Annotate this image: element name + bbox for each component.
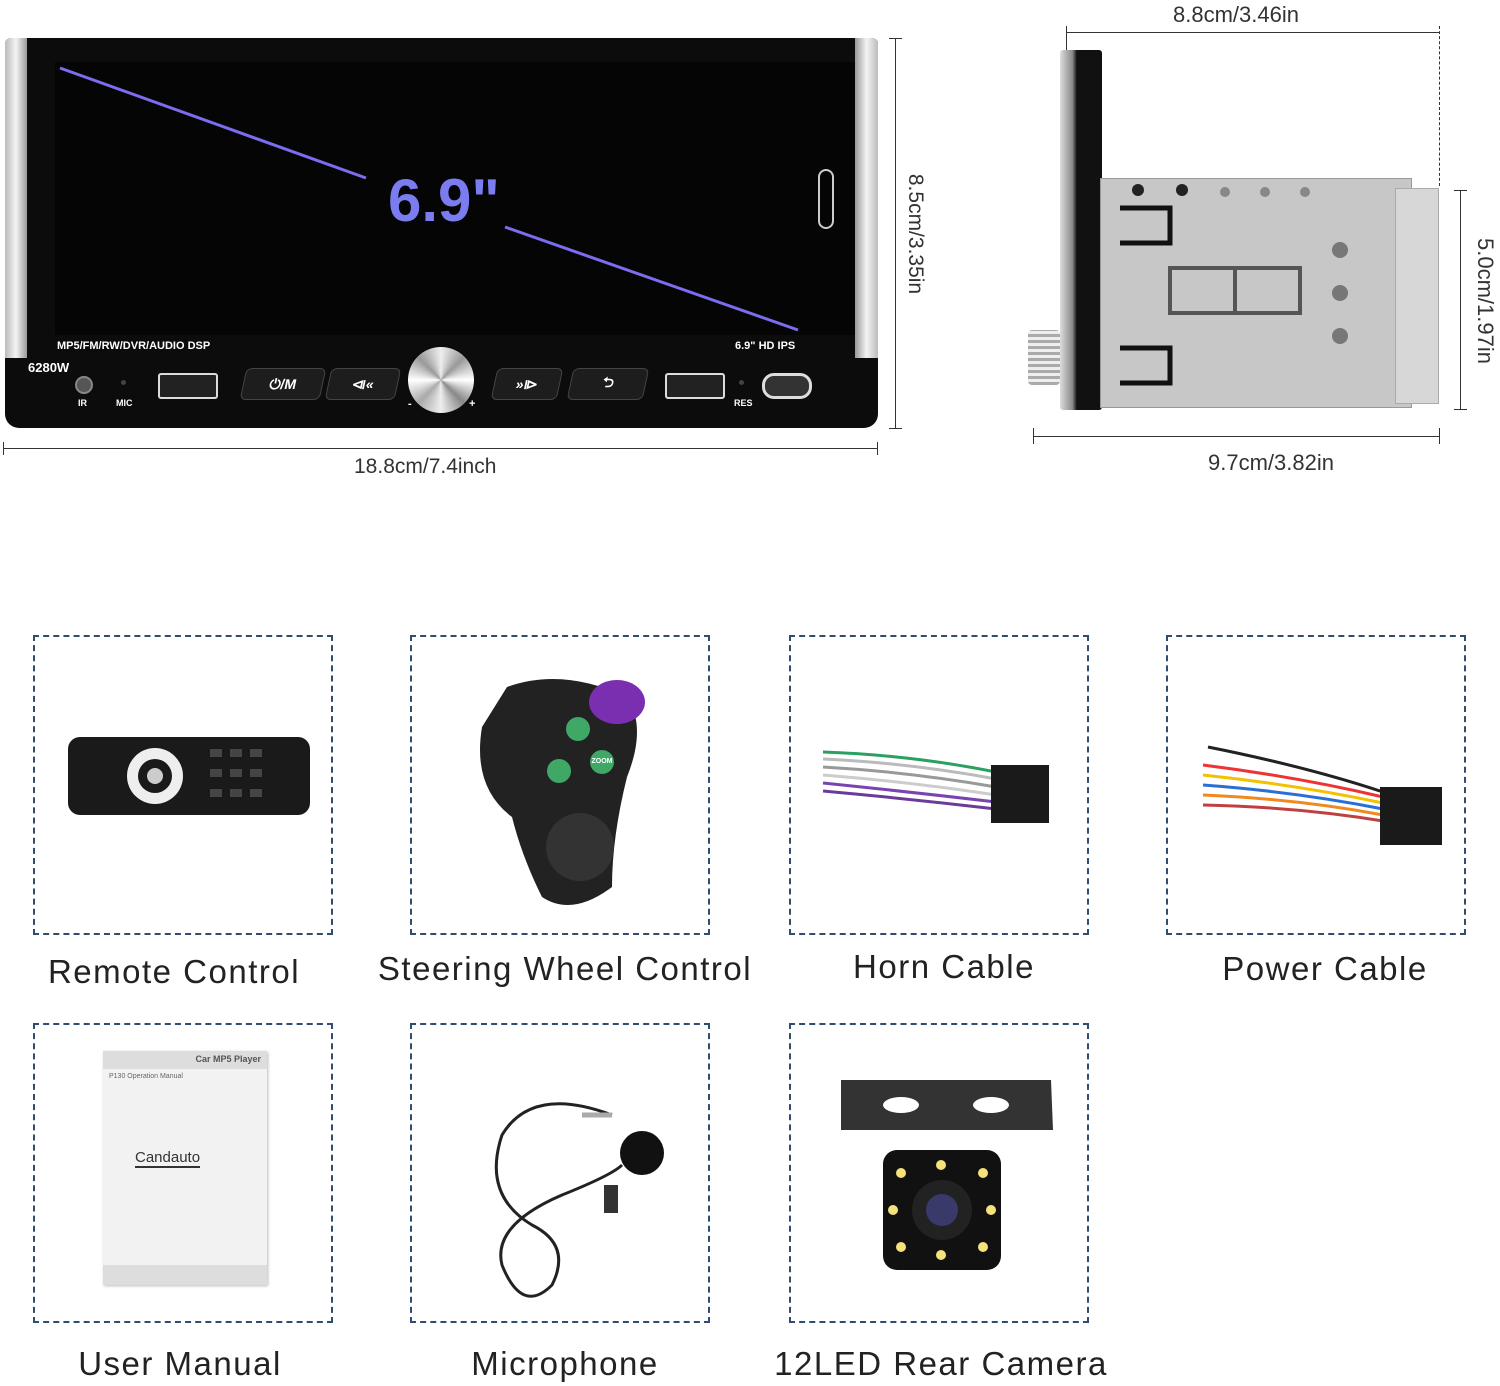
- ir-label: IR: [78, 398, 87, 408]
- label-user-manual: User Manual: [78, 1345, 282, 1382]
- next-button[interactable]: »⧐: [490, 368, 564, 400]
- zoom-button-text: ZOOM: [591, 758, 613, 765]
- dim-tick: [889, 428, 902, 429]
- diagonal-line-top: [59, 66, 367, 180]
- reset-hole-icon: [739, 380, 744, 385]
- bottom-depth-line: [1033, 436, 1440, 437]
- manual-cover: Car MP5 Player P130 Operation Manual Can…: [103, 1051, 267, 1285]
- dim-tick: [1454, 409, 1467, 410]
- accessory-horn-cable: [789, 635, 1089, 935]
- slot: [818, 169, 834, 229]
- screen-size: 6.9": [388, 167, 500, 234]
- dim-tick: [1066, 26, 1067, 50]
- manual-brand-logo: Candauto: [135, 1149, 201, 1168]
- label-rear-camera: 12LED Rear Camera: [774, 1345, 1108, 1382]
- side-height-line: [1460, 190, 1461, 410]
- diagonal-lines: [59, 66, 834, 332]
- depth-bottom-label: 9.7cm/3.82in: [1208, 450, 1334, 475]
- left-bezel: [5, 38, 27, 358]
- label-microphone: Microphone: [471, 1345, 659, 1382]
- microphone-icon: [494, 1102, 664, 1298]
- height-label: 8.5cm/3.35in: [904, 173, 927, 295]
- display-text: 6.9" HD IPS: [735, 340, 796, 352]
- width-dimension-line: [3, 448, 878, 449]
- dim-tick: [877, 442, 878, 455]
- previous-button[interactable]: ⧏«: [324, 368, 402, 400]
- side-height-label: 5.0cm/1.97in: [1473, 238, 1498, 364]
- top-depth-line: [1067, 32, 1440, 33]
- usb-port-left[interactable]: [158, 373, 218, 399]
- accessory-user-manual: Car MP5 Player P130 Operation Manual Can…: [33, 1023, 333, 1323]
- side-knob: [1028, 330, 1060, 385]
- label-power-cable: Power Cable: [1222, 950, 1428, 987]
- remote-control-icon: [68, 737, 310, 815]
- dim-tick: [1454, 190, 1467, 191]
- accessory-rear-camera: [789, 1023, 1089, 1323]
- steering-wheel-remote-icon: [480, 679, 645, 905]
- volume-knob[interactable]: [408, 347, 474, 413]
- label-steering-wheel-control: Steering Wheel Control: [377, 950, 753, 987]
- label-remote-control: Remote Control: [47, 953, 301, 990]
- width-label: 18.8cm/7.4inch: [354, 455, 497, 478]
- back-button[interactable]: ⮌: [566, 368, 650, 400]
- mic-label: MIC: [116, 398, 133, 408]
- dim-tick: [889, 38, 902, 39]
- model-label: 6280W: [28, 360, 70, 375]
- feature-text: MP5/FM/RW/DVR/AUDIO DSP: [57, 340, 211, 352]
- diagonal-line-bottom: [504, 225, 799, 332]
- label-horn-cable: Horn Cable: [853, 948, 1035, 985]
- accessory-power-cable: [1166, 635, 1466, 935]
- res-label: RES: [734, 398, 753, 408]
- depth-top-label: 8.8cm/3.46in: [1173, 2, 1299, 27]
- horn-cable-icon: [822, 750, 1049, 823]
- accessory-steering-wheel-control: ZOOM: [410, 635, 710, 935]
- manual-subtitle: P130 Operation Manual: [109, 1073, 183, 1080]
- knob-minus: -: [408, 398, 412, 410]
- power-cable-icon: [1202, 745, 1442, 845]
- rear-camera-icon: [841, 1080, 1053, 1270]
- chassis-rear: [1395, 188, 1439, 404]
- dim-dashed-guide: [1439, 26, 1440, 186]
- height-dimension-line: [895, 38, 896, 428]
- dim-tick: [1033, 428, 1034, 444]
- right-bezel: [855, 38, 878, 358]
- side-faceplate: [1060, 50, 1102, 410]
- chassis-details: [1120, 184, 1348, 386]
- usb-port-right[interactable]: [665, 373, 725, 399]
- manual-title: Car MP5 Player: [195, 1054, 261, 1064]
- knob-plus: +: [469, 398, 476, 410]
- dim-tick: [3, 442, 4, 455]
- usb-c-port[interactable]: [762, 373, 812, 399]
- power-mode-button[interactable]: ⏻/M: [239, 368, 327, 400]
- accessory-remote-control: [33, 635, 333, 935]
- metal-chassis: [1100, 178, 1412, 408]
- ir-sensor-icon: [75, 376, 93, 394]
- dim-tick: [1439, 428, 1440, 444]
- screen: [55, 62, 855, 335]
- mic-hole-icon: [121, 380, 126, 385]
- accessory-microphone: [410, 1023, 710, 1323]
